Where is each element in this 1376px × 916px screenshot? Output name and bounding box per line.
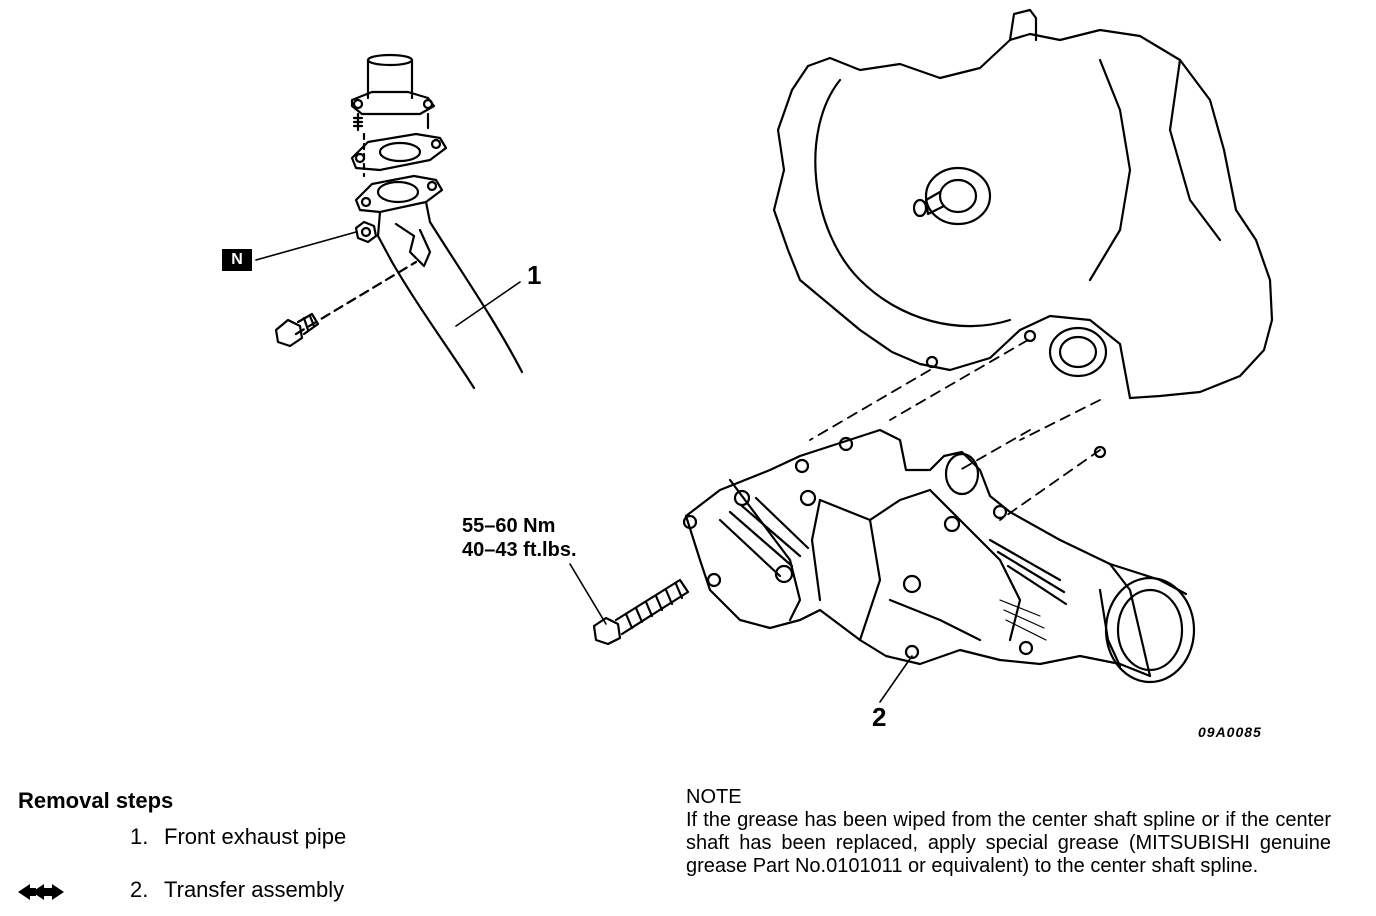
callout-part-1: 1 <box>527 260 542 290</box>
figure-code: 09A0085 <box>1198 724 1262 740</box>
step-number: 1. <box>130 824 149 849</box>
note-heading: NOTE <box>686 786 742 808</box>
removal-steps-title: Removal steps <box>18 788 174 813</box>
callout-part-2: 2 <box>872 702 887 732</box>
step-label: Front exhaust pipe <box>164 824 347 849</box>
exploded-view-diagram <box>255 8 1274 703</box>
transaxle-case <box>772 8 1274 459</box>
nut-replace-badge: N <box>222 249 252 271</box>
step-number: 2. <box>130 877 149 902</box>
step-label: Transfer assembly <box>164 877 345 902</box>
transfer-bolt <box>569 563 690 646</box>
front-exhaust-pipe <box>255 53 524 390</box>
note-block: NOTE If the grease has been wiped from t… <box>686 786 1331 878</box>
note-body: If the grease has been wiped from the ce… <box>686 809 1331 877</box>
removal-step-1: 1. Front exhaust pipe <box>130 824 346 850</box>
torque-ftlbs: 40–43 ft.lbs. <box>462 539 577 561</box>
removal-step-2: 2. Transfer assembly <box>130 877 344 903</box>
transfer-assembly <box>682 428 1196 684</box>
double-arrow-icon <box>18 884 64 900</box>
torque-nm: 55–60 Nm <box>462 515 556 537</box>
alignment-lines <box>809 339 1101 521</box>
